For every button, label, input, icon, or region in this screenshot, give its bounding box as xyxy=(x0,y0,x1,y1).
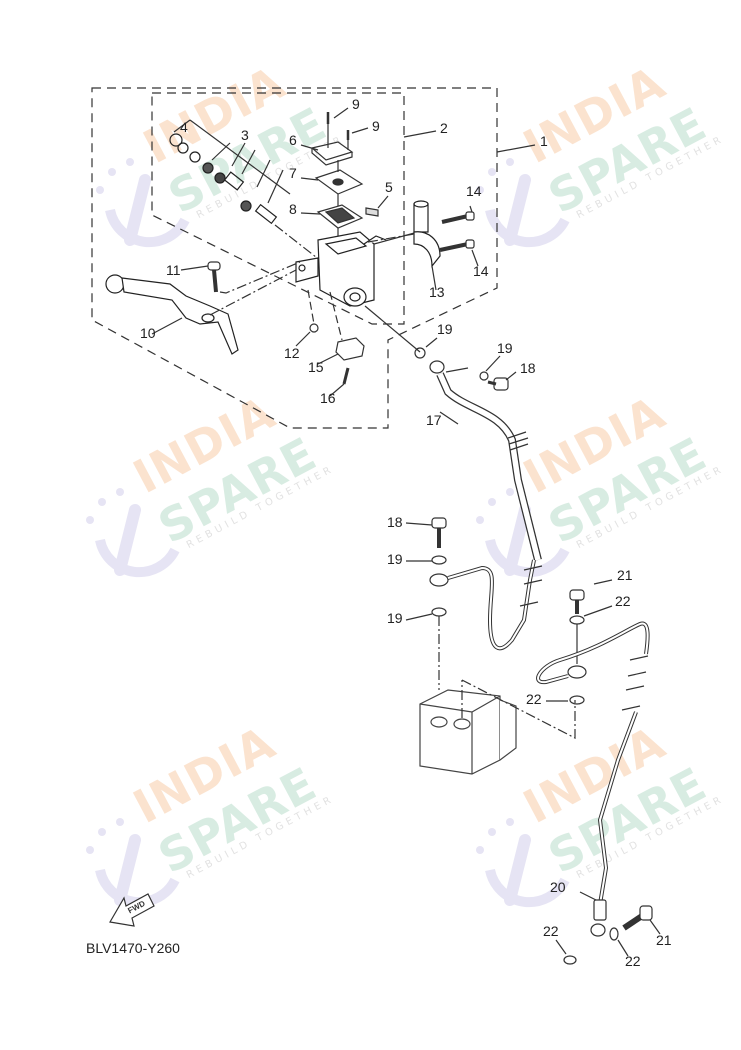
callout-19d: 19 xyxy=(387,610,403,626)
callout-22: 22 xyxy=(615,593,631,609)
pivot-bolt-11 xyxy=(207,261,221,293)
callout-3: 3 xyxy=(241,127,249,143)
holder-13 xyxy=(413,200,441,268)
callout-22d: 22 xyxy=(625,953,641,969)
reservoir-cap-6 xyxy=(310,141,354,166)
assembly-boundary-1 xyxy=(91,87,498,429)
master-cylinder-body xyxy=(295,231,387,307)
callout-22b: 22 xyxy=(526,691,542,707)
diaphragm-plate-7 xyxy=(314,169,364,195)
callout-14: 14 xyxy=(466,183,482,199)
callout-20: 20 xyxy=(550,879,566,895)
drawing-code: BLV1470-Y260 xyxy=(86,940,180,956)
callout-2: 2 xyxy=(440,120,448,136)
brake-hose-17 xyxy=(436,372,542,561)
abs-hydraulic-unit xyxy=(419,689,517,775)
callout-21: 21 xyxy=(617,567,633,583)
fwd-arrow-icon xyxy=(109,893,155,927)
callout-labels: 1234567899101112131414151617181819191919… xyxy=(140,96,672,969)
callout-9b: 9 xyxy=(372,118,380,134)
callout-9: 9 xyxy=(352,96,360,112)
callout-19: 19 xyxy=(437,321,453,337)
callout-18b: 18 xyxy=(387,514,403,530)
callout-6: 6 xyxy=(289,132,297,148)
callout-5: 5 xyxy=(385,179,393,195)
piston-kit-3 xyxy=(169,133,278,225)
callout-22c: 22 xyxy=(543,923,559,939)
brake-pipe-abs-out xyxy=(536,621,650,685)
callout-14b: 14 xyxy=(473,263,489,279)
callout-7: 7 xyxy=(289,165,297,181)
callout-8: 8 xyxy=(289,201,297,217)
assembly-boundary-2 xyxy=(151,92,405,325)
callout-16: 16 xyxy=(320,390,336,406)
brake-lever-10 xyxy=(105,274,239,355)
callout-15: 15 xyxy=(308,359,324,375)
callout-19c: 19 xyxy=(387,551,403,567)
callout-11: 11 xyxy=(166,262,181,278)
callout-17: 17 xyxy=(426,412,442,428)
callout-13: 13 xyxy=(429,284,445,300)
callout-12: 12 xyxy=(284,345,300,361)
callout-4: 4 xyxy=(180,119,188,135)
callout-19b: 19 xyxy=(497,340,513,356)
callout-18: 18 xyxy=(520,360,536,376)
callout-21b: 21 xyxy=(656,932,672,948)
callout-1: 1 xyxy=(540,133,548,149)
diaphragm-8 xyxy=(316,204,364,229)
callout-10: 10 xyxy=(140,325,156,341)
